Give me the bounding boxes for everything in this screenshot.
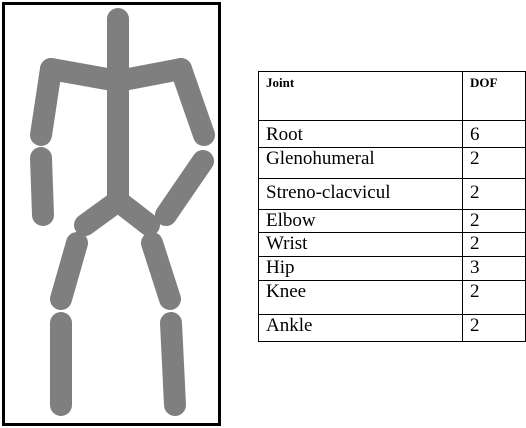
joint-cell: Streno-clacvicul [259, 179, 463, 210]
left-forearm-segment [41, 158, 43, 215]
dof-cell: 2 [463, 315, 526, 342]
joint-cell: Root [259, 121, 463, 148]
right-forearm-segment [166, 161, 203, 215]
table-header-row: Joint DOF [259, 72, 526, 121]
dof-table: Joint DOF Root 6 Glenohumeral 2 Streno-c… [258, 71, 526, 342]
human-skeleton-figure [5, 5, 218, 423]
table-row: Hip 3 [259, 257, 526, 281]
joint-cell: Glenohumeral [259, 148, 463, 179]
table-row: Ankle 2 [259, 315, 526, 342]
joint-cell: Ankle [259, 315, 463, 342]
joint-cell: Wrist [259, 233, 463, 257]
table-row: Glenohumeral 2 [259, 148, 526, 179]
figure-frame [2, 2, 221, 426]
dof-cell: 2 [463, 233, 526, 257]
table-row: Knee 2 [259, 281, 526, 315]
joint-column-header: Joint [259, 72, 463, 121]
right-upper-arm-segment [181, 69, 204, 135]
right-pelvis-segment [118, 201, 149, 225]
dof-column-header: DOF [463, 72, 526, 121]
left-thigh-segment [61, 243, 77, 299]
table-row: Streno-clacvicul 2 [259, 179, 526, 210]
left-upper-arm-segment [41, 69, 51, 135]
table-row: Elbow 2 [259, 210, 526, 233]
dof-cell: 2 [463, 281, 526, 315]
right-shin-segment [171, 323, 175, 405]
joint-cell: Knee [259, 281, 463, 315]
right-thigh-segment [152, 243, 170, 299]
dof-cell: 2 [463, 179, 526, 210]
joint-cell: Elbow [259, 210, 463, 233]
joint-cell: Hip [259, 257, 463, 281]
table-row: Root 6 [259, 121, 526, 148]
dof-cell: 2 [463, 148, 526, 179]
dof-cell: 2 [463, 210, 526, 233]
dof-cell: 6 [463, 121, 526, 148]
table-row: Wrist 2 [259, 233, 526, 257]
dof-cell: 3 [463, 257, 526, 281]
